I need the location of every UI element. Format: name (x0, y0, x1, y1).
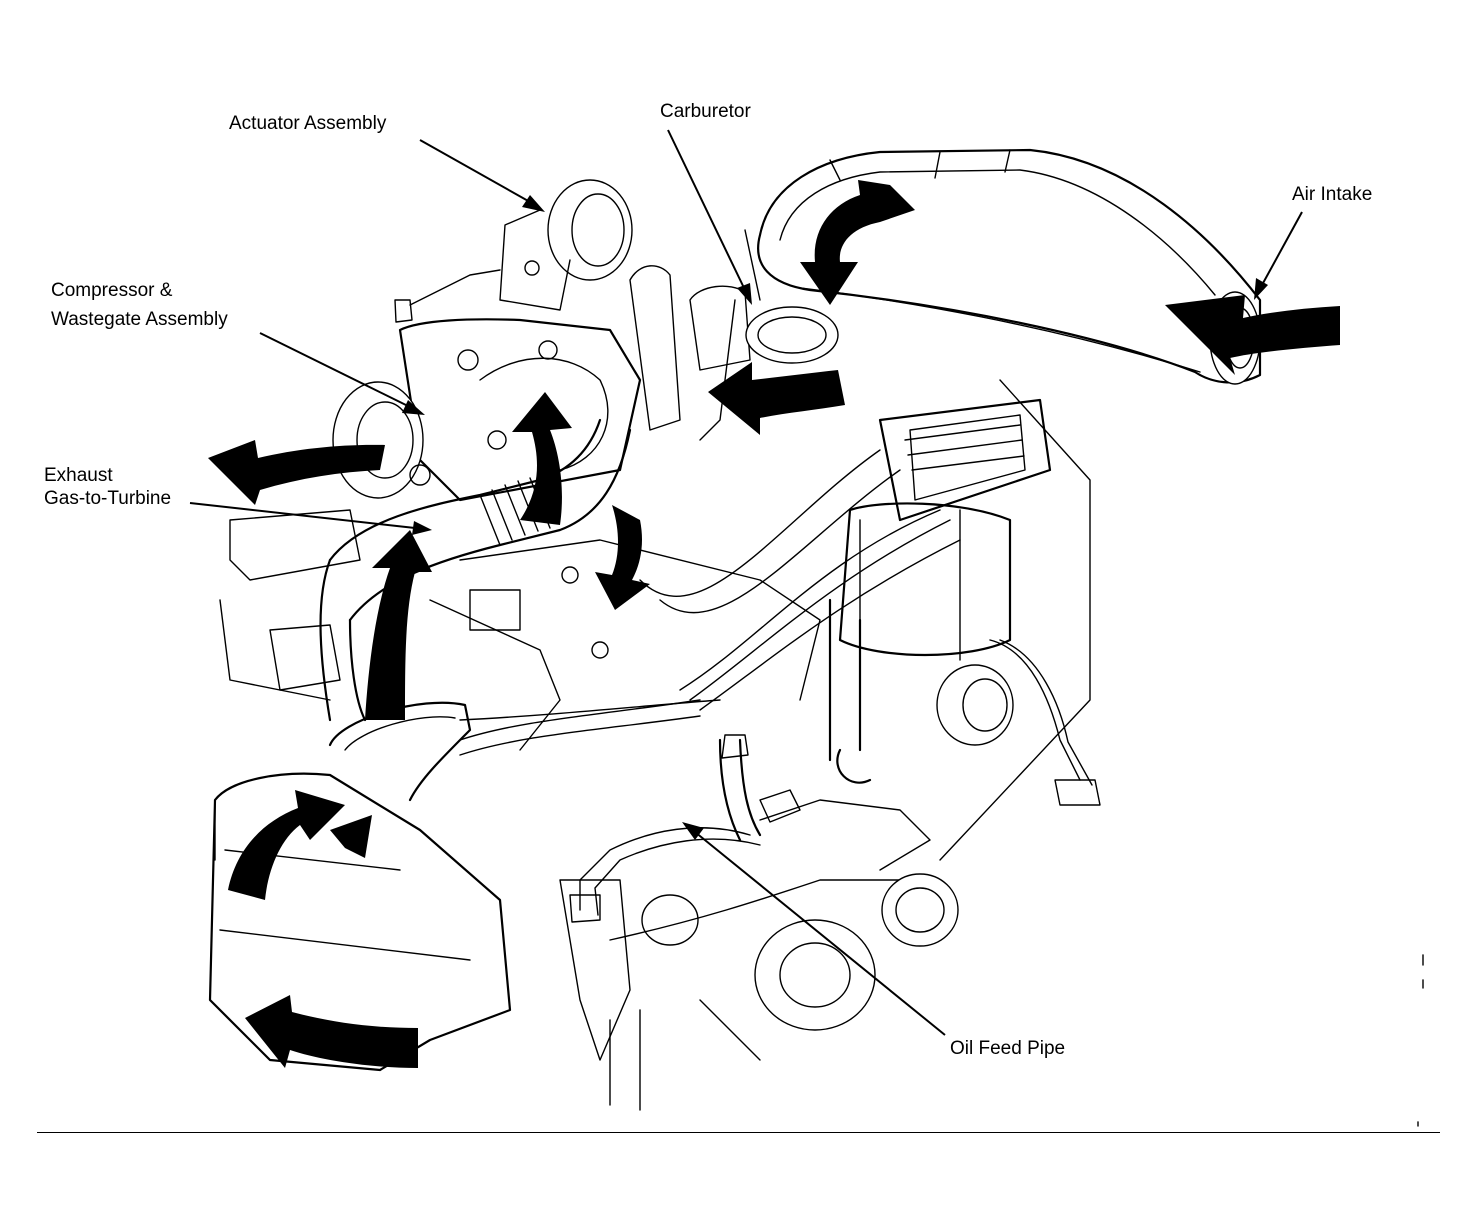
scan-marks (1417, 954, 1424, 1127)
airflow-arrow-carburetor (708, 362, 845, 435)
label-exhaust-line1: Exhaust (44, 465, 113, 486)
exhaust-arrow-manifold-tail (330, 815, 372, 858)
distributor (828, 398, 1101, 806)
airflow-arrow-compressor (512, 392, 572, 525)
airflow-arrow-cleaner (800, 180, 915, 305)
label-air-intake: Air Intake (1292, 184, 1373, 205)
exhaust-arrow-downpipe (245, 995, 418, 1068)
airflow-arrow-intake (1165, 295, 1340, 375)
label-carburetor: Carburetor (660, 101, 751, 122)
leader-lines (189, 129, 1303, 1036)
airflow-arrow-down (595, 505, 650, 610)
label-exhaust-line2: Gas-to-Turbine (44, 488, 172, 509)
engine-block (219, 509, 959, 1111)
label-compressor-line2: Wastegate Assembly (51, 309, 228, 330)
spark-plug-wires (459, 379, 1091, 861)
label-actuator-assembly: Actuator Assembly (229, 113, 387, 134)
carburetor-body (629, 229, 839, 441)
exhaust-arrow-left (208, 440, 385, 505)
label-compressor-line1: Compressor & (51, 280, 173, 301)
bottom-rule (37, 1132, 1440, 1133)
exhaust-arrow-manifold (228, 790, 345, 900)
label-oil-feed-pipe: Oil Feed Pipe (950, 1038, 1066, 1059)
oil-feed-pipe (569, 734, 801, 923)
flow-arrows (208, 180, 1340, 1068)
exhaust-arrow-up (365, 530, 432, 720)
